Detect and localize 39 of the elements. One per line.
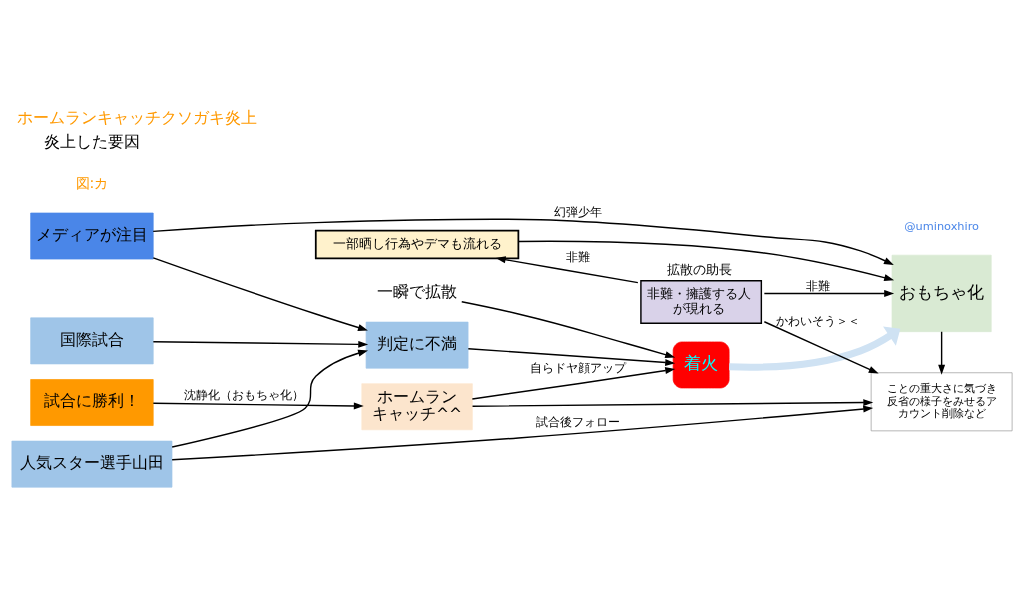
edge-label: 試合後フォロー — [536, 414, 621, 429]
edge-label: かわいそう＞＜ — [775, 313, 860, 328]
node-text: 一瞬で拡散 — [377, 282, 458, 301]
arrow — [495, 255, 639, 283]
node-box: 判定に不満 — [365, 321, 469, 368]
arrow — [152, 217, 894, 265]
arrow — [517, 240, 895, 281]
arrow — [152, 401, 364, 409]
node-box: 試合に勝利！ — [30, 378, 154, 426]
diagram-title: ホームランキャッチクソガキ炎上 — [16, 108, 257, 127]
edge-label: 沈静化（おもちゃ化） — [183, 387, 304, 402]
node-box: 一部晒し行為やデマも流れる — [314, 229, 520, 259]
arrow — [171, 405, 874, 461]
arrow — [152, 340, 369, 348]
edge-label: 自らドヤ顔アップ — [530, 360, 627, 375]
node-box: 着火 — [672, 341, 730, 388]
arrow — [152, 256, 368, 331]
edge-label: 非難 — [566, 249, 591, 264]
arrow — [467, 347, 676, 366]
node-box: 人気スター選手山田 — [11, 440, 173, 488]
edge-label: 幻弾少年 — [554, 204, 603, 219]
node-box: おもちゃ化 — [891, 254, 992, 332]
node-box: ことの重大さに気づき反省の様子をみせるアカウント削除など — [870, 371, 1013, 431]
edge-label: 非難 — [805, 278, 830, 293]
arrow — [763, 289, 895, 297]
arrow — [461, 300, 676, 358]
node-box: ホームランキャッチ^^ — [361, 382, 473, 430]
arrow — [471, 366, 676, 400]
node-label: 拡散の助長 — [667, 261, 733, 277]
arrow — [471, 398, 874, 407]
arrow — [171, 349, 369, 448]
node-box: 国際試合 — [30, 317, 154, 364]
arrow — [938, 330, 946, 375]
node-box: メディアが注目 — [30, 212, 154, 259]
label: @uminoxhiro — [904, 218, 980, 233]
label: 図:カ — [75, 174, 109, 191]
arrow — [763, 320, 879, 374]
label: 炎上した要因 — [43, 132, 140, 151]
arrow — [729, 326, 901, 371]
